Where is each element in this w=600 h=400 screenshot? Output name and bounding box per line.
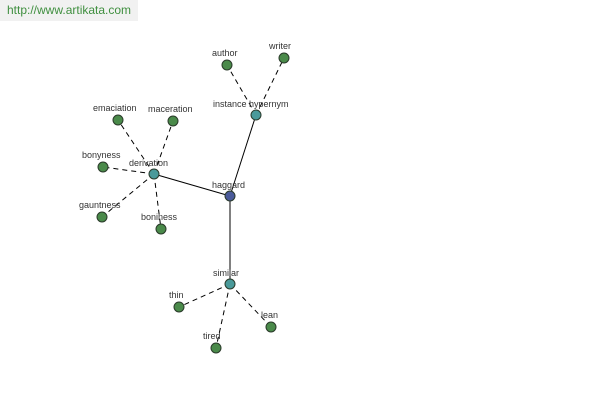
node-gauntness[interactable] [96,211,108,223]
node-author[interactable] [221,59,233,71]
node-label-writer[interactable]: writer [268,41,291,51]
node-label-gauntness[interactable]: gauntness [79,200,121,210]
node-bonyness[interactable] [97,161,109,173]
node-label-similar[interactable]: similar [213,268,239,278]
edge-similar-lean [229,283,272,328]
edge-derivation-maceration [153,120,174,175]
graph-nodes: haggard instance hypernym derivation simila… [79,41,291,354]
edge-instance-writer [255,57,285,116]
node-label-author[interactable]: author [212,48,238,58]
node-label-tired[interactable]: tired [203,331,221,341]
node-lean[interactable] [265,321,277,333]
node-label-lean[interactable]: lean [261,310,278,320]
edge-haggard-derivation [153,173,231,197]
node-boniness[interactable] [155,223,167,235]
edge-derivation-emaciation [117,119,155,175]
node-label-thin[interactable]: thin [169,290,184,300]
edge-derivation-boniness [153,173,162,230]
node-label-emaciation[interactable]: emaciation [93,103,137,113]
node-thin[interactable] [173,301,185,313]
node-maceration[interactable] [167,115,179,127]
node-tired[interactable] [210,342,222,354]
edge-similar-thin [178,283,231,308]
edge-derivation-gauntness [101,173,155,218]
node-label-derivation[interactable]: derivation [129,158,168,168]
node-label-maceration[interactable]: maceration [148,104,193,114]
edge-similar-tired [215,283,231,349]
node-label-boniness[interactable]: boniness [141,212,178,222]
node-instance[interactable] [250,109,262,121]
node-emaciation[interactable] [112,114,124,126]
node-label-haggard[interactable]: haggard [212,180,245,190]
graph-edges [101,57,285,349]
node-label-instance[interactable]: instance hypernym [213,99,289,109]
node-haggard[interactable] [224,190,236,202]
edge-derivation-bonyness [102,166,155,175]
node-label-bonyness[interactable]: bonyness [82,150,121,160]
edge-instance-author [226,64,257,116]
edge-haggard-instance [229,114,257,197]
node-similar[interactable] [224,278,236,290]
node-derivation[interactable] [148,168,160,180]
url-link[interactable]: http://www.artikata.com [0,0,138,21]
node-writer[interactable] [278,52,290,64]
